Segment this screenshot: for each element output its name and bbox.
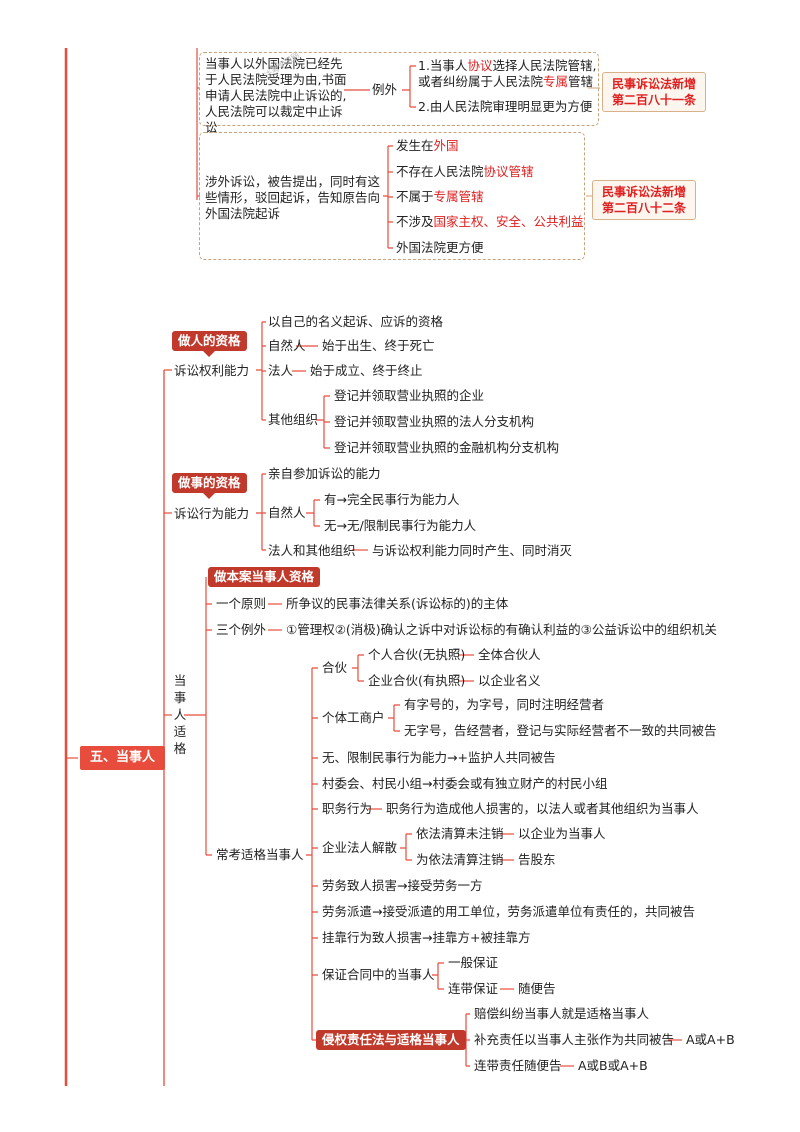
exception-item-2: 2.由人民法院审理明显更为方便 (418, 99, 593, 114)
tort-3: 连带责任随便告 (474, 1058, 562, 1073)
partnership: 合伙 (322, 660, 348, 675)
common-label[interactable]: 常考适格当事人 (216, 847, 304, 862)
individual-1: 有字号的，为字号，同时注明经营者 (404, 697, 605, 712)
guarantee-1: 一般保证 (448, 955, 499, 970)
law-article-282: 民事诉讼法新增第二百八十二条 (592, 180, 696, 220)
dismissal-cond-3: 不属于专属管辖 (396, 189, 484, 204)
guarantee-2: 连带保证 (448, 981, 499, 996)
tag-person-qualification: 做人的资格 (172, 331, 247, 357)
dissolution: 企业法人解散 (322, 840, 398, 855)
foreign-suspension-box (199, 52, 599, 126)
act-legal-other: 法人和其他组织 (268, 543, 356, 558)
affiliate-item: 挂靠行为致人损害→挂靠方+被挂靠方 (322, 930, 531, 945)
capacity-natural-value: 始于出生、终于死亡 (322, 338, 435, 353)
exception-item-1: 1.当事人协议选择人民法院管辖, (418, 58, 597, 73)
proper-party-label[interactable]: 当事人适格 (173, 673, 187, 756)
partnership-2-value: 以企业名义 (478, 673, 541, 688)
foreign-dismissal-text: 涉外诉讼，被告提出，同时有这些情形，驳回起诉，告知原告向外国法院起诉 (205, 174, 381, 221)
foreign-dismissal-box (199, 132, 585, 260)
act-item-1: 亲自参加诉讼的能力 (268, 466, 381, 481)
tort-2-value: A或A+B (686, 1032, 735, 1047)
incapacity-item: 无、限制民事行为能力→+监护人共同被告 (322, 750, 556, 765)
act-label[interactable]: 诉讼行为能力 (174, 506, 250, 521)
dissolution-1-value: 以企业为当事人 (518, 826, 606, 841)
capacity-other-2: 登记并领取营业执照的法人分支机构 (334, 414, 535, 429)
dissolution-1: 依法清算未注销 (416, 826, 504, 841)
partnership-2: 企业合伙(有执照) (368, 673, 466, 688)
labor-item: 劳务致人损害→接受劳务一方 (322, 878, 483, 893)
dissolution-2-value: 告股东 (518, 852, 556, 867)
act-natural: 自然人 (268, 505, 306, 520)
partnership-1-value: 全体合伙人 (478, 647, 541, 662)
act-legal-other-value: 与诉讼权利能力同时产生、同时消灭 (372, 543, 573, 558)
tag-act-qualification: 做事的资格 (172, 473, 247, 499)
tag-case-party-qualification: 做本案当事人资格 (208, 567, 321, 587)
capacity-natural: 自然人 (268, 338, 306, 353)
duty-act: 职务行为 (322, 801, 373, 816)
duty-act-value: 职务行为造成他人损害的，以法人或者其他组织为当事人 (386, 801, 699, 816)
capacity-other-3: 登记并领取营业执照的金融机构分支机构 (334, 440, 560, 455)
exception-label: 例外 (372, 82, 398, 97)
tort-2: 补充责任以当事人主张作为共同被告 (474, 1032, 675, 1047)
capacity-legal: 法人 (268, 363, 294, 378)
capacity-other: 其他组织 (268, 412, 319, 427)
capacity-label[interactable]: 诉讼权利能力 (174, 363, 250, 378)
principle-value: 所争议的民事法律关系(诉讼标的)的主体 (286, 596, 509, 611)
partnership-1: 个人合伙(无执照) (368, 647, 466, 662)
tort-3-value: A或B或A+B (578, 1058, 648, 1073)
act-natural-2: 无→无/限制民事行为能力人 (324, 518, 477, 533)
law-article-281: 民事诉讼法新增第二百八十一条 (602, 72, 706, 112)
dismissal-cond-5: 外国法院更方便 (396, 240, 484, 255)
dismissal-cond-1: 发生在外国 (396, 138, 459, 153)
exception-item-1-cont: 或者纠纷属于人民法院专属管辖 (418, 74, 594, 89)
capacity-item-1: 以自己的名义起诉、应诉的资格 (268, 314, 444, 329)
individual-2: 无字号，告经营者，登记与实际经营者不一致的共同被告 (404, 723, 717, 738)
principle-label: 一个原则 (216, 596, 267, 611)
individual-business: 个体工商户 (322, 710, 385, 725)
dismissal-cond-4: 不涉及国家主权、安全、公共利益 (396, 214, 584, 229)
dispatch-item: 劳务派遣→接受派遣的用工单位，劳务派遣单位有责任的，共同被告 (322, 904, 695, 919)
guarantee-2-value: 随便告 (518, 981, 556, 996)
foreign-suspension-text: 当事人以外国法院已经先于人民法院受理为由,书面申请人民法院中止诉讼的, 人民法院… (205, 56, 347, 135)
capacity-legal-value: 始于成立、终于终止 (310, 363, 423, 378)
root-node[interactable]: 五、当事人 (80, 746, 166, 770)
guarantee: 保证合同中的当事人 (322, 967, 435, 982)
act-natural-1: 有→完全民事行为能力人 (324, 492, 460, 507)
exceptions-value: ①管理权②(消极)确认之诉中对诉讼标的有确认利益的③公益诉讼中的组织机关 (286, 622, 717, 637)
capacity-other-1: 登记并领取营业执照的企业 (334, 388, 485, 403)
village-item: 村委会、村民小组→村委会或有独立财产的村民小组 (322, 776, 608, 791)
dissolution-2: 为依法清算注销 (416, 852, 504, 867)
tag-tort-law: 侵权责任法与适格当事人 (316, 1030, 466, 1050)
tort-1: 赔偿纠纷当事人就是适格当事人 (474, 1006, 650, 1021)
dismissal-cond-2: 不存在人民法院协议管辖 (396, 164, 534, 179)
exceptions-label: 三个例外 (216, 622, 267, 637)
